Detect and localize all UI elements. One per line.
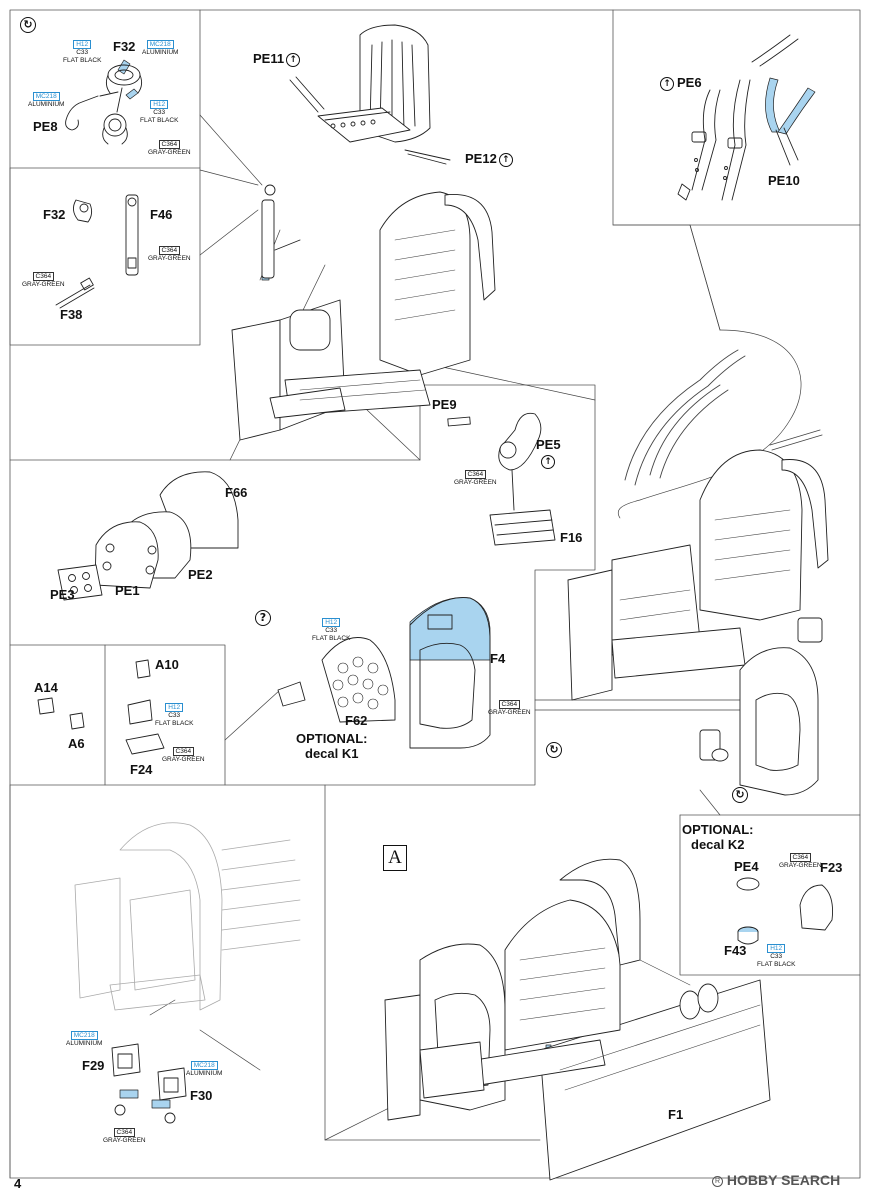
step-marker: A [383, 845, 407, 871]
part-label-pe2: PE2 [188, 567, 213, 582]
help-question-icon: ? [255, 610, 271, 626]
harness-top [677, 34, 799, 201]
cockpit-top-detail-lines [299, 229, 456, 401]
part-label-pe6: ↑PE6 [660, 76, 702, 92]
bend-part-icon: ↑ [660, 77, 674, 91]
part-label-pe5: PE5 [536, 437, 561, 452]
detail-f32-pe8 [65, 64, 143, 145]
decal-label: decal K1 [305, 746, 359, 761]
part-label-f24: F24 [130, 762, 153, 777]
part-label-f1: F1 [668, 1107, 684, 1122]
watermark: R HOBBY SEARCH [712, 1172, 840, 1188]
harness-mid [624, 349, 823, 486]
optional-decal-k2-note: OPTIONAL: decal K2 [682, 822, 754, 852]
cockpit-sub-assembly-top [231, 191, 496, 441]
part-label-f30: F30 [190, 1088, 213, 1103]
part-label-pe3: PE3 [50, 587, 75, 602]
part-label-pe8: PE8 [33, 119, 58, 134]
part-label-pe12: PE12↑ [465, 152, 513, 168]
optional-decal-k1-note: OPTIONAL: decal K1 [296, 731, 368, 761]
rotate-view-icon: ↻ [546, 742, 562, 758]
part-label-f46: F46 [150, 207, 173, 222]
page-number: 4 [14, 1176, 22, 1191]
panel-borders [9, 9, 861, 1179]
main-assembly-detail-lines [519, 947, 761, 1091]
part-label-pe10: PE10 [768, 173, 800, 188]
decal-label: decal K2 [691, 837, 745, 852]
instrument-panel-parts [57, 471, 239, 601]
ghost-fuselage [74, 822, 301, 1011]
detail-f43-f23 [736, 877, 833, 945]
bulkhead-f4 [409, 597, 491, 749]
part-label-f32: F32 [113, 39, 136, 54]
part-label-f16: F16 [560, 530, 583, 545]
registered-mark: R [712, 1175, 723, 1187]
part-label-f23: F23 [820, 860, 843, 875]
part-label-f4: F4 [490, 651, 506, 666]
part-label-pe9: PE9 [432, 397, 457, 412]
parts-f29-f30 [111, 1043, 187, 1124]
bend-part-icon: ↑ [286, 53, 301, 67]
part-label-a10: A10 [155, 657, 179, 672]
part-label-f29: F29 [82, 1058, 105, 1073]
rotate-view-icon: ↻ [20, 17, 36, 33]
panel-f62 [277, 637, 396, 723]
part-label-pe1: PE1 [115, 583, 140, 598]
right-mid-detail-lines [619, 509, 791, 621]
part-label-f66: F66 [225, 485, 248, 500]
watermark-brand: HOBBY SEARCH [726, 1172, 841, 1188]
detail-f46-f38 [55, 194, 139, 309]
optional-label: OPTIONAL: [682, 822, 754, 837]
seat-top [261, 24, 451, 279]
detail-pe5-f16 [447, 412, 556, 546]
part-label-f32-b: F32 [43, 207, 66, 222]
part-label-f62: F62 [345, 713, 368, 728]
optional-label: OPTIONAL: [296, 731, 368, 746]
part-label-f38: F38 [60, 307, 83, 322]
part-label-pe11: PE11↑ [253, 52, 301, 68]
part-label-f43: F43 [724, 943, 747, 958]
bend-part-icon: ↑ [498, 153, 513, 167]
part-label-pe4: PE4 [734, 859, 759, 874]
part-label-a14: A14 [34, 680, 58, 695]
main-assembly-a [384, 858, 771, 1181]
bend-part-icon: ↑ [541, 455, 555, 469]
rotate-view-icon: ↻ [732, 787, 748, 803]
small-parts-a14-a10-f24 [37, 659, 165, 755]
part-label-a6: A6 [68, 736, 85, 751]
cockpit-assembly-right [567, 449, 829, 796]
